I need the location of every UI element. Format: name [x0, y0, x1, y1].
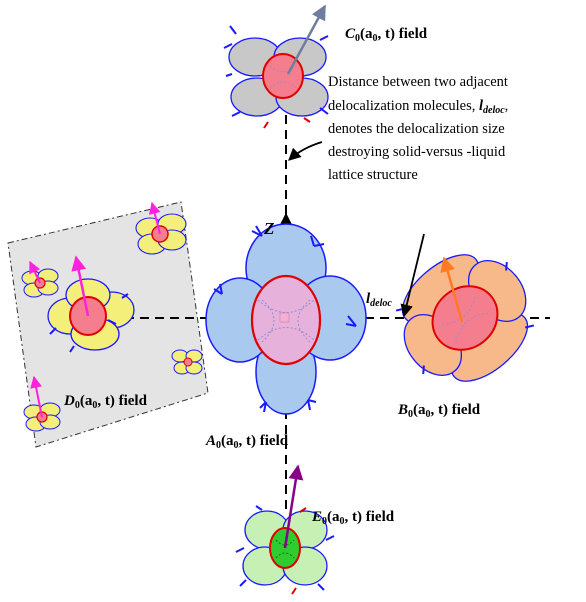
b0-field-label: B0(a0, t) field	[397, 402, 481, 420]
c0-direction-arrow	[286, 4, 327, 75]
ldeloc-arrow-top	[288, 141, 323, 161]
d0-molecule-small-3	[171, 349, 203, 375]
description-line-1: Distance between two adjacent	[328, 74, 508, 90]
delocalization-description: Distance between two adjacent delocaliza…	[328, 74, 508, 183]
d0-molecule-large	[47, 278, 135, 353]
e0-field-label: E0(a0, t) field	[311, 509, 395, 527]
e0-direction-arrow	[283, 464, 304, 549]
ldeloc-arrow-right	[400, 233, 425, 318]
d0-large-arrow	[71, 255, 90, 317]
description-line-4: destroying solid-versus -liquid	[328, 144, 506, 160]
ldeloc-label: ldeloc	[366, 291, 392, 309]
z-axis-label: Z	[263, 219, 274, 238]
a0-field-label: A0(a0, t) field	[205, 433, 289, 451]
d0-small-1-arrow	[148, 201, 161, 235]
b0-molecule	[395, 254, 535, 382]
description-line-2: delocalization molecules, ldeloc,	[328, 98, 508, 116]
description-line-3: denotes the delocalization size	[328, 121, 505, 137]
c0-molecule	[223, 25, 329, 129]
d0-field-label: D0(a0, t) field	[63, 393, 148, 411]
d0-small-2-arrow	[29, 260, 41, 284]
d0-small-4-arrow	[30, 375, 43, 418]
d0-molecule-small-1	[135, 213, 187, 255]
b0-direction-arrow	[440, 256, 464, 323]
a0-molecule	[205, 223, 367, 415]
description-line-5: lattice structure	[328, 167, 418, 183]
c0-field-label: C0(a0, t) field	[345, 26, 428, 44]
d0-molecule-small-4	[23, 402, 61, 432]
